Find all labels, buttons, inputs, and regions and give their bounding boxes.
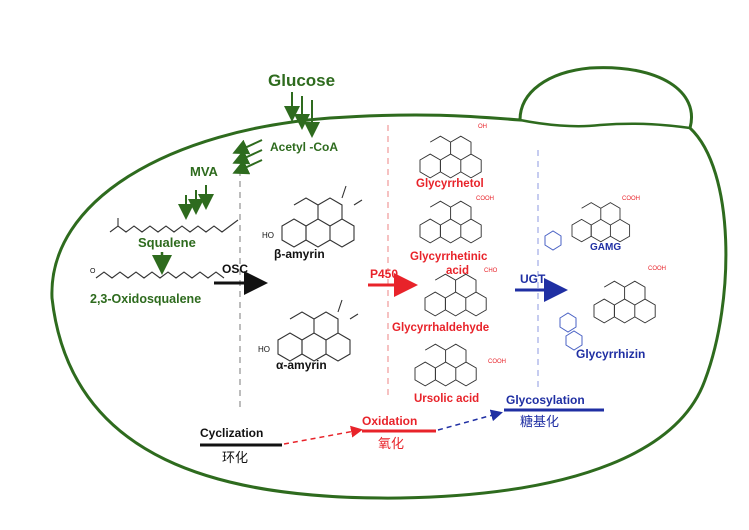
glycyrrhaldehyde-label: Glycyrrhaldehyde	[392, 322, 489, 334]
squalene-structure	[109, 219, 239, 233]
legend-link-1	[283, 425, 363, 445]
glycyrrhetinic-structure	[419, 200, 482, 244]
legend-glycosylation: Glycosylation	[506, 393, 585, 407]
legend-cyclization: Cyclization	[200, 426, 263, 440]
glycyrrhetinic-cooh: COOH	[476, 196, 494, 202]
legend-oxidation-cn: 氧化	[378, 436, 404, 451]
ursolic-acid-structure	[414, 343, 477, 387]
bud-division	[519, 118, 691, 130]
alpha-amyrin-structure	[277, 299, 359, 362]
gamg-sugar	[544, 230, 562, 251]
gamg-cooh: COOH	[622, 196, 640, 202]
oxidosqualene-structure	[95, 271, 225, 279]
legend-oxidation: Oxidation	[362, 414, 417, 428]
p450-label: P450	[370, 267, 398, 281]
glycyrrhetol-oh: OH	[478, 124, 487, 130]
glycyrrhizin-structure	[593, 280, 656, 324]
oxidosqualene-label: 2,3-Oxidosqualene	[90, 292, 201, 306]
glycyrrhaldehyde-structure	[424, 273, 487, 317]
ursolic-cooh: COOH	[488, 359, 506, 365]
ugt-label: UGT	[520, 272, 546, 286]
glycyrrhaldehyde-cho: CHO	[484, 268, 498, 274]
beta-amyrin-structure	[281, 185, 363, 248]
squalene-label: Squalene	[138, 235, 196, 250]
glucose-label: Glucose	[268, 71, 335, 90]
gamg-label: GAMG	[590, 242, 621, 253]
beta-amyrin-label: β-amyrin	[274, 247, 325, 261]
gamg-structure	[571, 202, 631, 243]
acetyl-coa-label: Acetyl -CoA	[270, 140, 338, 154]
alpha-amyrin-oh: HO	[258, 345, 270, 354]
glycyrrhizin-cooh: COOH	[648, 266, 666, 272]
acetyl-arrow-1	[232, 139, 263, 155]
oxidosqualene-o: O	[90, 268, 96, 275]
legend-glycosylation-cn: 糖基化	[520, 414, 559, 429]
legend-cyclization-cn: 环化	[222, 450, 248, 465]
alpha-amyrin-label: α-amyrin	[276, 358, 327, 372]
mva-label: MVA	[190, 164, 219, 179]
glycyrrhetol-structure	[419, 135, 482, 179]
glycyrrhetinic-label-2: acid	[446, 265, 469, 277]
glycyrrhetol-label: Glycyrrhetol	[416, 178, 484, 190]
cell-membrane	[50, 66, 728, 500]
glycyrrhetinic-label-1: Glycyrrhetinic	[410, 251, 488, 263]
legend-link-2	[437, 409, 503, 431]
acetyl-arrow-2	[232, 149, 263, 165]
glycyrrhizin-label: Glycyrrhizin	[576, 347, 645, 361]
ursolic-acid-label: Ursolic acid	[414, 393, 479, 405]
acetyl-arrow-3	[232, 159, 263, 175]
glycyrrhizin-sugars	[559, 312, 583, 351]
beta-amyrin-oh: HO	[262, 231, 274, 240]
osc-label: OSC	[222, 262, 248, 276]
